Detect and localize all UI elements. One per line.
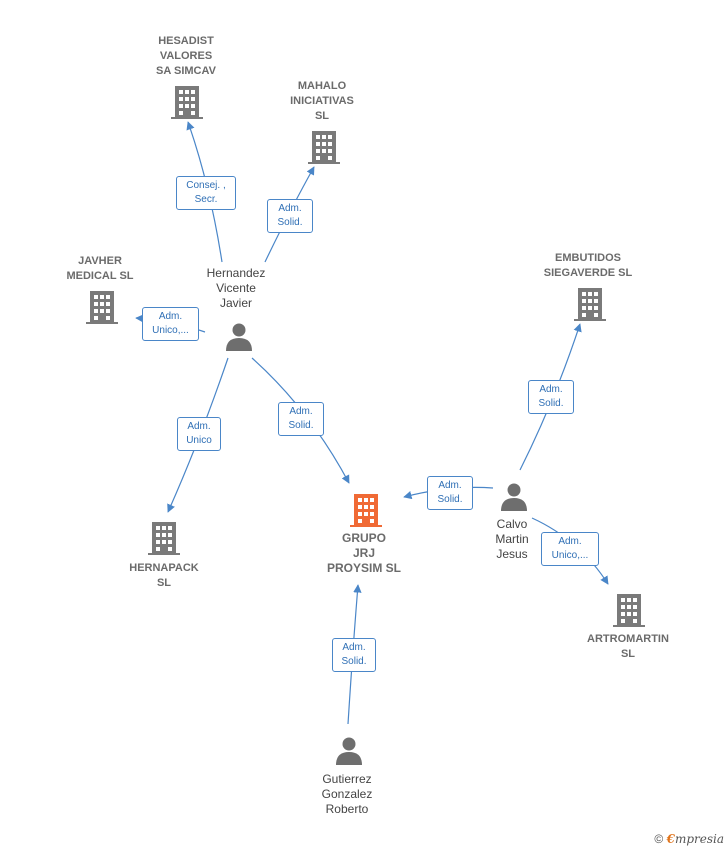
node-label: GRUPO JRJ PROYSIM SL [326,531,401,575]
building-icon [171,86,203,119]
edge-label-adm-grupo-c[interactable]: Adm. Solid. [427,476,473,510]
edge-label-consej[interactable]: Consej. , Secr. [176,176,236,210]
node-mahalo[interactable]: MAHALO INICIATIVAS SL [272,79,372,124]
edge-label-adm-javher[interactable]: Adm. Unico,... [142,307,199,341]
node-grupo[interactable]: GRUPO JRJ PROYSIM SL [312,531,416,576]
node-label: ARTROMARTIN SL [587,633,669,660]
copyright-symbol: © [654,832,664,846]
copyright-footer: © €mpresia [654,832,724,846]
building-icon [308,131,340,164]
building-icon-main [350,494,382,527]
edge-label-adm-grupo-g[interactable]: Adm. Solid. [332,638,376,672]
node-artromartin[interactable]: ARTROMARTIN SL [578,632,678,662]
node-gutierrez[interactable]: Gutierrez Gonzalez Roberto [297,772,397,817]
edge-label-adm-grupo-h[interactable]: Adm. Solid. [278,402,324,436]
node-label: HERNAPACK SL [129,562,199,589]
node-hernapack[interactable]: HERNAPACK SL [114,561,214,591]
node-label: Hernandez Vicente Javier [206,266,266,310]
node-hernandez[interactable]: Hernandez Vicente Javier [186,266,286,311]
node-label: MAHALO INICIATIVAS SL [290,80,354,122]
building-icon [148,522,180,555]
edge-label-adm-embutidos[interactable]: Adm. Solid. [528,380,574,414]
building-icon [574,288,606,321]
person-icon [226,323,252,351]
node-calvo[interactable]: Calvo Martin Jesus [472,517,552,562]
node-label: Calvo Martin Jesus [495,517,529,561]
node-label: EMBUTIDOS SIEGAVERDE SL [543,252,633,279]
node-embutidos[interactable]: EMBUTIDOS SIEGAVERDE SL [530,251,646,281]
person-icon [336,737,362,765]
node-hesadist[interactable]: HESADIST VALORES SA SIMCAV [136,34,236,79]
node-label: JAVHER MEDICAL SL [66,255,134,282]
edge-label-adm-hernapack[interactable]: Adm. Unico [177,417,221,451]
edge-label-adm-mahalo[interactable]: Adm. Solid. [267,199,313,233]
person-icon [501,483,527,511]
building-icon [613,594,645,627]
edge-label-adm-artromartin[interactable]: Adm. Unico,... [541,532,599,566]
brand-initial: € [666,832,675,846]
node-label: HESADIST VALORES SA SIMCAV [156,35,216,77]
node-label: Gutierrez Gonzalez Roberto [321,772,373,816]
brand-name: mpresia [674,832,724,846]
building-icon [86,291,118,324]
node-javher[interactable]: JAVHER MEDICAL SL [50,254,150,284]
